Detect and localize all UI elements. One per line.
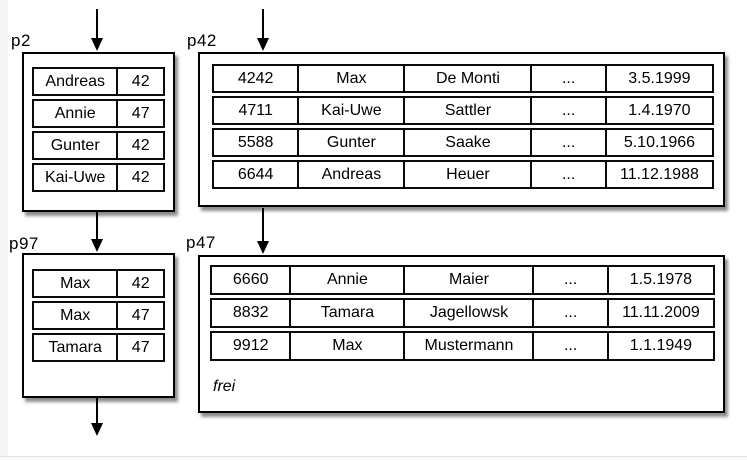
- table-row: Tamara 47: [32, 333, 165, 362]
- table-row: Max 42: [32, 269, 165, 298]
- cell-ellipsis: ...: [530, 66, 604, 91]
- cell-id: 4242: [237, 69, 274, 87]
- cell-id: 6660: [232, 271, 269, 288]
- cell-lastname: Sattler: [403, 98, 530, 123]
- table-row: Max 47: [32, 301, 165, 330]
- arrow-out-of-p97-line: [96, 398, 98, 424]
- cell-firstname: Max: [297, 66, 403, 91]
- cell-ellipsis: ...: [532, 333, 606, 359]
- cell-firstname: Tamara: [289, 300, 403, 326]
- cell-lastname: Mustermann: [403, 333, 532, 359]
- cell-date: 1.4.1970: [604, 98, 712, 123]
- p97-table: Max 42 Max 47 Tamara 47: [32, 269, 165, 362]
- cell-lastname: Saake: [403, 130, 530, 155]
- arrow-into-p2-line: [96, 9, 98, 39]
- arrow-p2-to-p97-head-icon: [91, 239, 103, 252]
- cell-firstname: Andreas: [297, 162, 403, 187]
- arrow-into-p42-line: [262, 9, 264, 39]
- table-row: 4242 Max De Monti ... 3.5.1999: [212, 64, 714, 93]
- arrow-into-p42-head-icon: [257, 38, 269, 51]
- cell-lastname: Heuer: [403, 162, 530, 187]
- cell-lastname: De Monti: [403, 66, 530, 91]
- page-label-p47: p47: [186, 233, 216, 252]
- cell-firstname: Max: [289, 333, 403, 359]
- cell-date: 1.1.1949: [606, 333, 713, 359]
- cell-ellipsis: ...: [530, 162, 604, 187]
- page-box-p42: 4242 Max De Monti ... 3.5.1999 4711 Kai-…: [198, 52, 725, 207]
- cell-value: 47: [116, 335, 163, 360]
- arrow-p42-to-p47-head-icon: [257, 241, 269, 254]
- table-row: 6644 Andreas Heuer ... 11.12.1988: [212, 160, 714, 189]
- cell-key: Gunter: [50, 136, 100, 154]
- page-box-p2: Andreas 42 Annie 47 Gunter 42 Kai-Uwe 42: [22, 52, 175, 212]
- arrow-p2-to-p97-line: [96, 212, 98, 240]
- cell-value: 42: [116, 69, 163, 94]
- cell-key: Annie: [54, 104, 96, 122]
- cell-lastname: Jagellowsk: [403, 300, 532, 326]
- page-label-p97: p97: [9, 234, 39, 253]
- table-row: 6660 Annie Maier ... 1.5.1978: [210, 265, 715, 295]
- cell-id: 8832: [232, 304, 269, 321]
- cell-firstname: Kai-Uwe: [297, 98, 403, 123]
- table-row: Andreas 42: [32, 67, 165, 96]
- cell-id: 6644: [237, 165, 274, 183]
- free-space-label: frei: [213, 378, 236, 395]
- cell-lastname: Maier: [403, 267, 532, 293]
- table-row: 8832 Tamara Jagellowsk ... 11.11.2009: [210, 298, 715, 328]
- page-label-p2: p2: [11, 31, 31, 50]
- cell-ellipsis: ...: [530, 98, 604, 123]
- arrow-out-of-p97-head-icon: [91, 423, 103, 436]
- cell-key: Andreas: [45, 72, 105, 90]
- cell-id: 9912: [232, 337, 269, 354]
- page-box-p47: 6660 Annie Maier ... 1.5.1978 8832 Tamar…: [198, 255, 725, 413]
- table-row: 5588 Gunter Saake ... 5.10.1966: [212, 128, 714, 157]
- cell-date: 11.11.2009: [606, 300, 713, 326]
- page-box-p97: Max 42 Max 47 Tamara 47: [22, 253, 175, 398]
- page-label-p42: p42: [187, 31, 217, 50]
- table-row: 4711 Kai-Uwe Sattler ... 1.4.1970: [212, 96, 714, 125]
- cell-date: 1.5.1978: [606, 267, 713, 293]
- cell-key: Max: [60, 274, 91, 292]
- cell-key: Tamara: [48, 338, 102, 356]
- cell-date: 5.10.1966: [604, 130, 712, 155]
- p42-table: 4242 Max De Monti ... 3.5.1999 4711 Kai-…: [212, 64, 714, 189]
- cell-key: Max: [60, 306, 91, 324]
- arrow-p42-to-p47-line: [262, 208, 264, 241]
- table-row: Annie 47: [32, 99, 165, 128]
- cell-value: 42: [116, 133, 163, 158]
- cell-date: 3.5.1999: [604, 66, 712, 91]
- cell-value: 47: [116, 303, 163, 328]
- slide-bottom-edge: [0, 456, 747, 460]
- cell-ellipsis: ...: [532, 267, 606, 293]
- cell-id: 4711: [238, 101, 273, 119]
- cell-date: 11.12.1988: [604, 162, 712, 187]
- cell-value: 42: [116, 271, 163, 296]
- cell-ellipsis: ...: [530, 130, 604, 155]
- cell-value: 42: [116, 165, 163, 190]
- p47-table: 6660 Annie Maier ... 1.5.1978 8832 Tamar…: [210, 265, 715, 361]
- table-row: Gunter 42: [32, 131, 165, 160]
- cell-value: 47: [116, 101, 163, 126]
- cell-firstname: Annie: [289, 267, 403, 293]
- cell-key: Kai-Uwe: [44, 168, 106, 186]
- cell-ellipsis: ...: [532, 300, 606, 326]
- table-row: 9912 Max Mustermann ... 1.1.1949: [210, 331, 715, 361]
- arrow-into-p2-head-icon: [91, 38, 103, 51]
- slide-left-edge: [0, 0, 8, 460]
- cell-firstname: Gunter: [297, 130, 403, 155]
- cell-id: 5588: [237, 133, 274, 151]
- p2-table: Andreas 42 Annie 47 Gunter 42 Kai-Uwe 42: [32, 67, 165, 192]
- table-row: Kai-Uwe 42: [32, 163, 165, 192]
